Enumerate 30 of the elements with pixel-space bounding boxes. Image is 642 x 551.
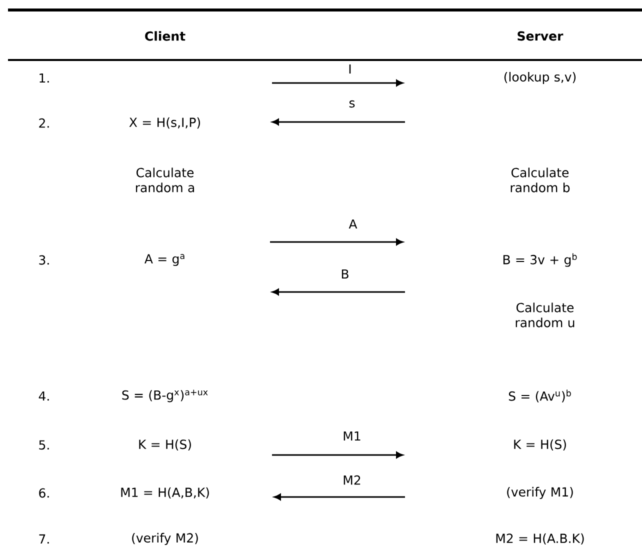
cell-text: S = (Av$^{u}$)$^{b}$ xyxy=(508,390,571,402)
step-number: 3. xyxy=(39,255,49,265)
arrow-label: B xyxy=(342,269,348,279)
step-number: 4. xyxy=(38,391,49,401)
cell-text: M2 = H(A.B.K) xyxy=(496,533,584,545)
cell-text: A = g$^{a}$ xyxy=(144,254,184,266)
step-number: 5. xyxy=(39,440,49,450)
cell-text: S = (B-g$^{x}$)$^{a+ux}$ xyxy=(122,390,208,402)
cell-text: B = 3v + g$^{b}$ xyxy=(503,253,577,267)
column-header: Client xyxy=(145,31,186,41)
cell-text: K = H(S) xyxy=(514,439,566,451)
step-number: 2. xyxy=(39,118,49,128)
cell-text: (verify M1) xyxy=(507,486,573,500)
arrow-label: I xyxy=(349,64,351,74)
cell-text: Calculate random a xyxy=(136,168,194,192)
arrow-label: s xyxy=(349,100,355,108)
cell-text: X = H(s,I,P) xyxy=(129,117,200,129)
cell-text: Calculate random b xyxy=(510,168,570,192)
arrow-label: M2 xyxy=(344,475,360,485)
arrow-label: M1 xyxy=(344,431,360,441)
cell-text: K = H(S) xyxy=(139,439,191,451)
step-number: 1. xyxy=(40,73,49,83)
step-number: 7. xyxy=(39,534,49,544)
column-header: Server xyxy=(518,31,564,41)
cell-text: Calculate random u xyxy=(516,302,574,328)
arrow-label: A xyxy=(348,219,358,229)
cell-text: M1 = H(A,B,K) xyxy=(121,487,209,499)
cell-text: (verify M2) xyxy=(132,532,198,546)
cell-text: (lookup s,v) xyxy=(504,72,576,84)
step-number: 6. xyxy=(39,488,49,498)
